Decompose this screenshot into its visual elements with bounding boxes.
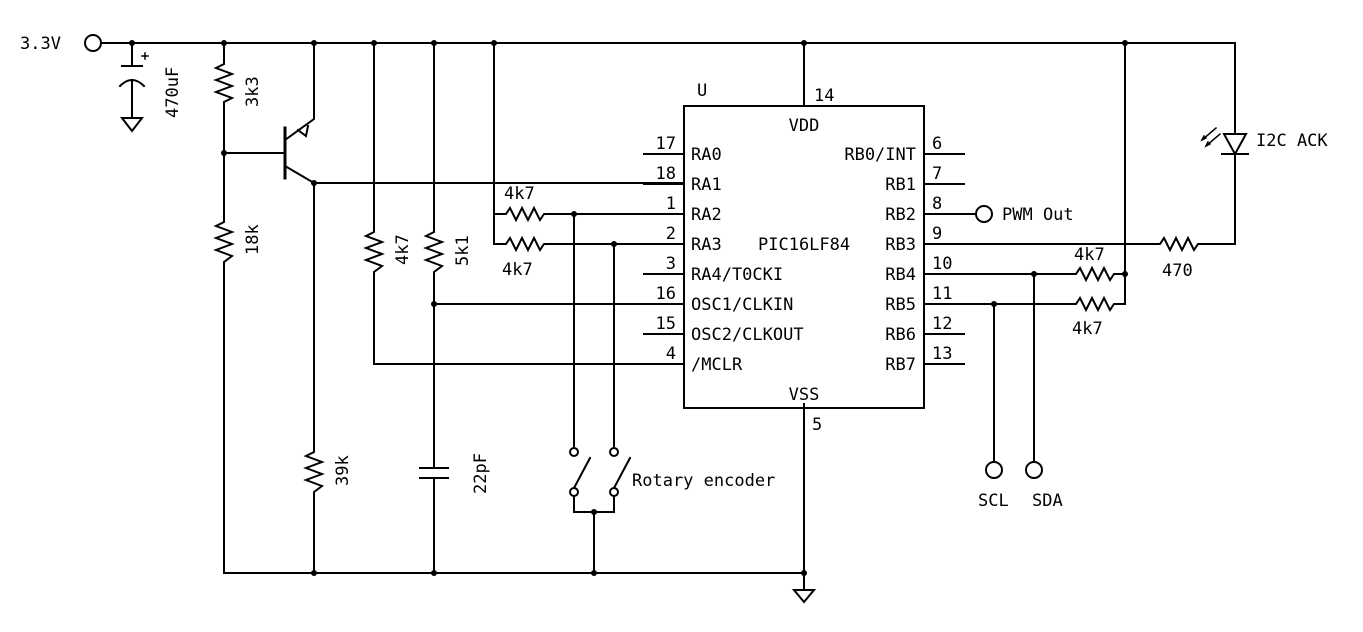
- pin-number: 16: [656, 284, 676, 304]
- resistor-sda: 4k7: [923, 42, 1126, 339]
- pin-name: RA0: [691, 145, 722, 165]
- resistor-osc-value: 5k1: [453, 235, 473, 266]
- pin-name: RB7: [885, 355, 916, 375]
- pin-number: 7: [932, 164, 942, 184]
- pin-number: 4: [666, 344, 676, 364]
- led-i2c-ack: I2C ACK: [1200, 42, 1328, 157]
- pin-name: /MCLR: [691, 355, 743, 375]
- resistor-mclr-value: 4k7: [393, 234, 413, 265]
- pin-number: 1: [666, 194, 676, 214]
- led-label: I2C ACK: [1256, 131, 1328, 151]
- ic-ref: U: [697, 81, 707, 101]
- transistor: [223, 42, 316, 185]
- capacitor-osc-value: 22pF: [471, 453, 491, 494]
- capacitor-osc: 22pF: [419, 303, 491, 574]
- vdd-pin-number: 14: [814, 86, 834, 106]
- ground-symbol: [791, 403, 817, 604]
- junctions: [129, 40, 1128, 576]
- resistor-led: 470: [923, 153, 1236, 281]
- resistor-3k3: 3k3: [213, 42, 263, 154]
- pin-name: RB3: [885, 235, 916, 255]
- resistor-3k3-value: 3k3: [243, 76, 263, 107]
- pin-number: 2: [666, 224, 676, 244]
- resistor-18k: 18k: [213, 152, 263, 574]
- pin-number: 18: [656, 164, 676, 184]
- pin-number: 10: [932, 254, 952, 274]
- sda-terminal: SDA: [1025, 273, 1063, 511]
- bulk-capacitor: 470uF: [118, 42, 183, 133]
- pin-name: RB4: [885, 265, 916, 285]
- scl-label: SCL: [978, 491, 1009, 511]
- pin-number: 12: [932, 314, 952, 334]
- pin-name: RA3: [691, 235, 722, 255]
- resistor-scl-value: 4k7: [1074, 245, 1105, 265]
- encoder-label: Rotary encoder: [632, 471, 775, 491]
- resistor-ra3: 4k7: [493, 213, 685, 280]
- vdd-pin-name: VDD: [789, 116, 820, 136]
- pin-number: 8: [932, 194, 942, 214]
- pin-number: 6: [932, 134, 942, 154]
- resistor-39k-value: 39k: [333, 455, 353, 486]
- pin-name: RB6: [885, 325, 916, 345]
- resistor-39k: 39k: [303, 182, 353, 574]
- resistor-osc: 5k1: [423, 42, 473, 305]
- rotary-encoder: Rotary encoder: [569, 213, 775, 574]
- resistor-sda-value: 4k7: [1072, 319, 1103, 339]
- pin-name: RB0/INT: [844, 145, 916, 165]
- supply-label: 3.3V: [20, 34, 61, 54]
- pin-name: RB5: [885, 295, 916, 315]
- pin-name: OSC1/CLKIN: [691, 295, 793, 315]
- pwm-label: PWM Out: [1002, 205, 1074, 225]
- resistor-18k-value: 18k: [243, 224, 263, 255]
- pin-number: 9: [932, 224, 942, 244]
- pin-name: RB2: [885, 205, 916, 225]
- scl-terminal: SCL: [978, 303, 1009, 511]
- pin-name: RA2: [691, 205, 722, 225]
- resistor-ra2-value: 4k7: [504, 184, 535, 204]
- bulk-capacitor-value: 470uF: [163, 67, 183, 118]
- ic-u: U 14 VDD VSS 5 PIC16LF84: [683, 42, 925, 435]
- resistor-ra2: 4k7: [493, 42, 685, 223]
- pin-name: RA1: [691, 175, 722, 195]
- pin-name: RB1: [885, 175, 916, 195]
- resistor-ra3-value: 4k7: [502, 260, 533, 280]
- pin-number: 11: [932, 284, 952, 304]
- pin-name: RA4/T0CKI: [691, 265, 783, 285]
- pin-number: 15: [656, 314, 676, 334]
- vss-pin-number: 5: [812, 415, 822, 435]
- pin-number: 17: [656, 134, 676, 154]
- vss-pin-name: VSS: [789, 385, 820, 405]
- resistor-led-value: 470: [1162, 261, 1193, 281]
- pin--mclr: 4/MCLR: [643, 344, 743, 375]
- pin-number: 13: [932, 344, 952, 364]
- ic-part: PIC16LF84: [758, 235, 850, 255]
- left-pins: 17RA018RA11RA22RA33RA4/T0CKI16OSC1/CLKIN…: [643, 134, 804, 375]
- resistor-scl: 4k7: [923, 245, 1126, 283]
- pwm-terminal: PWM Out: [923, 205, 1074, 225]
- pin-number: 3: [666, 254, 676, 274]
- resistor-mclr: 4k7: [363, 42, 685, 365]
- pin-name: OSC2/CLKOUT: [691, 325, 804, 345]
- sda-label: SDA: [1032, 491, 1063, 511]
- supply-terminal: 3.3V: [20, 34, 102, 54]
